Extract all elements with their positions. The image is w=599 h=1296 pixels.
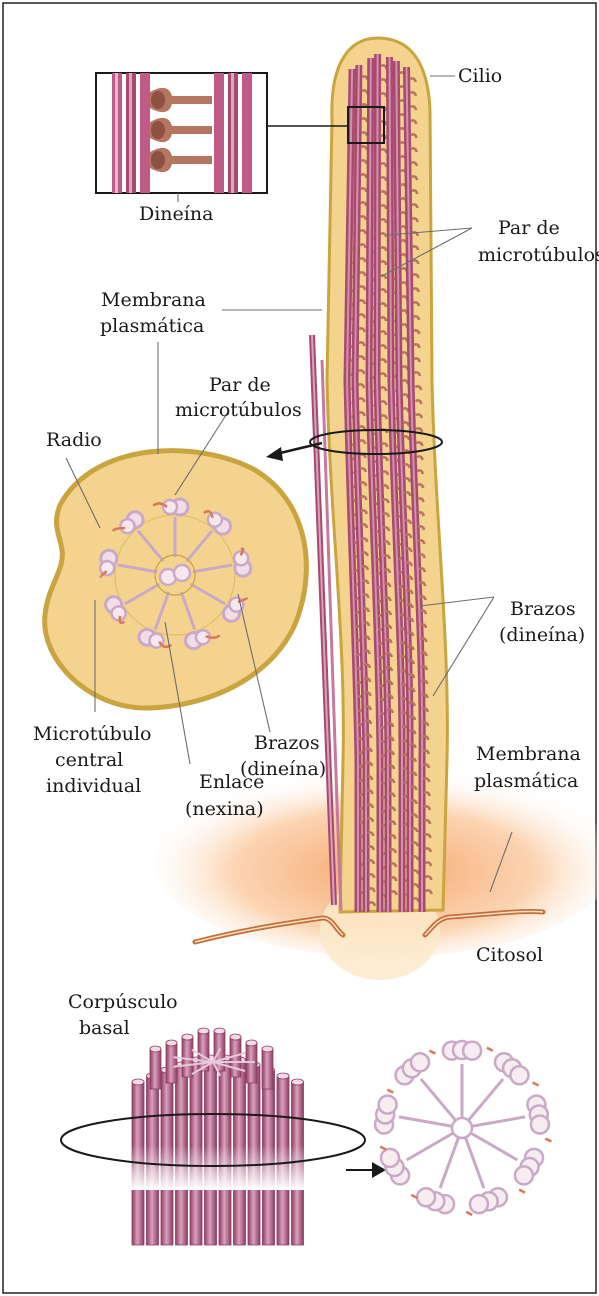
label-membrana-top-2: plasmática <box>100 315 204 337</box>
label-corpusculo-1: Corpúsculo <box>68 991 178 1013</box>
label-micro-3: individual <box>46 775 141 797</box>
basal-body <box>61 1028 386 1245</box>
label-brazos-mid-1: Brazos <box>254 732 320 754</box>
label-brazos-right-2: (dineína) <box>499 624 585 646</box>
label-corpusculo-2: basal <box>79 1017 130 1039</box>
label-par-top-1: Par de <box>498 217 560 239</box>
label-citosol: Citosol <box>476 944 543 966</box>
label-par-mid-2: microtúbulos <box>175 399 302 421</box>
label-micro-2: central <box>55 749 123 771</box>
label-membrana-top-1: Membrana <box>101 289 206 311</box>
label-enlace-2: (nexina) <box>185 798 264 820</box>
label-cilio: Cilio <box>458 65 502 87</box>
label-membrana-right-1: Membrana <box>476 743 581 765</box>
label-micro-1: Microtúbulo <box>33 723 151 745</box>
basal-triplet-section <box>375 1041 551 1215</box>
label-membrana-right-2: plasmática <box>474 770 578 792</box>
label-radio: Radio <box>46 429 102 451</box>
dynein-inset <box>96 73 267 193</box>
label-brazos-right-1: Brazos <box>510 598 576 620</box>
label-par-mid-1: Par de <box>209 374 271 396</box>
label-dineina: Dineína <box>139 203 213 225</box>
label-enlace-1: Enlace <box>199 771 264 793</box>
arrow-to-section <box>266 447 283 461</box>
axoneme-cross-section <box>45 451 307 708</box>
label-par-top-2: microtúbulos <box>478 244 599 266</box>
